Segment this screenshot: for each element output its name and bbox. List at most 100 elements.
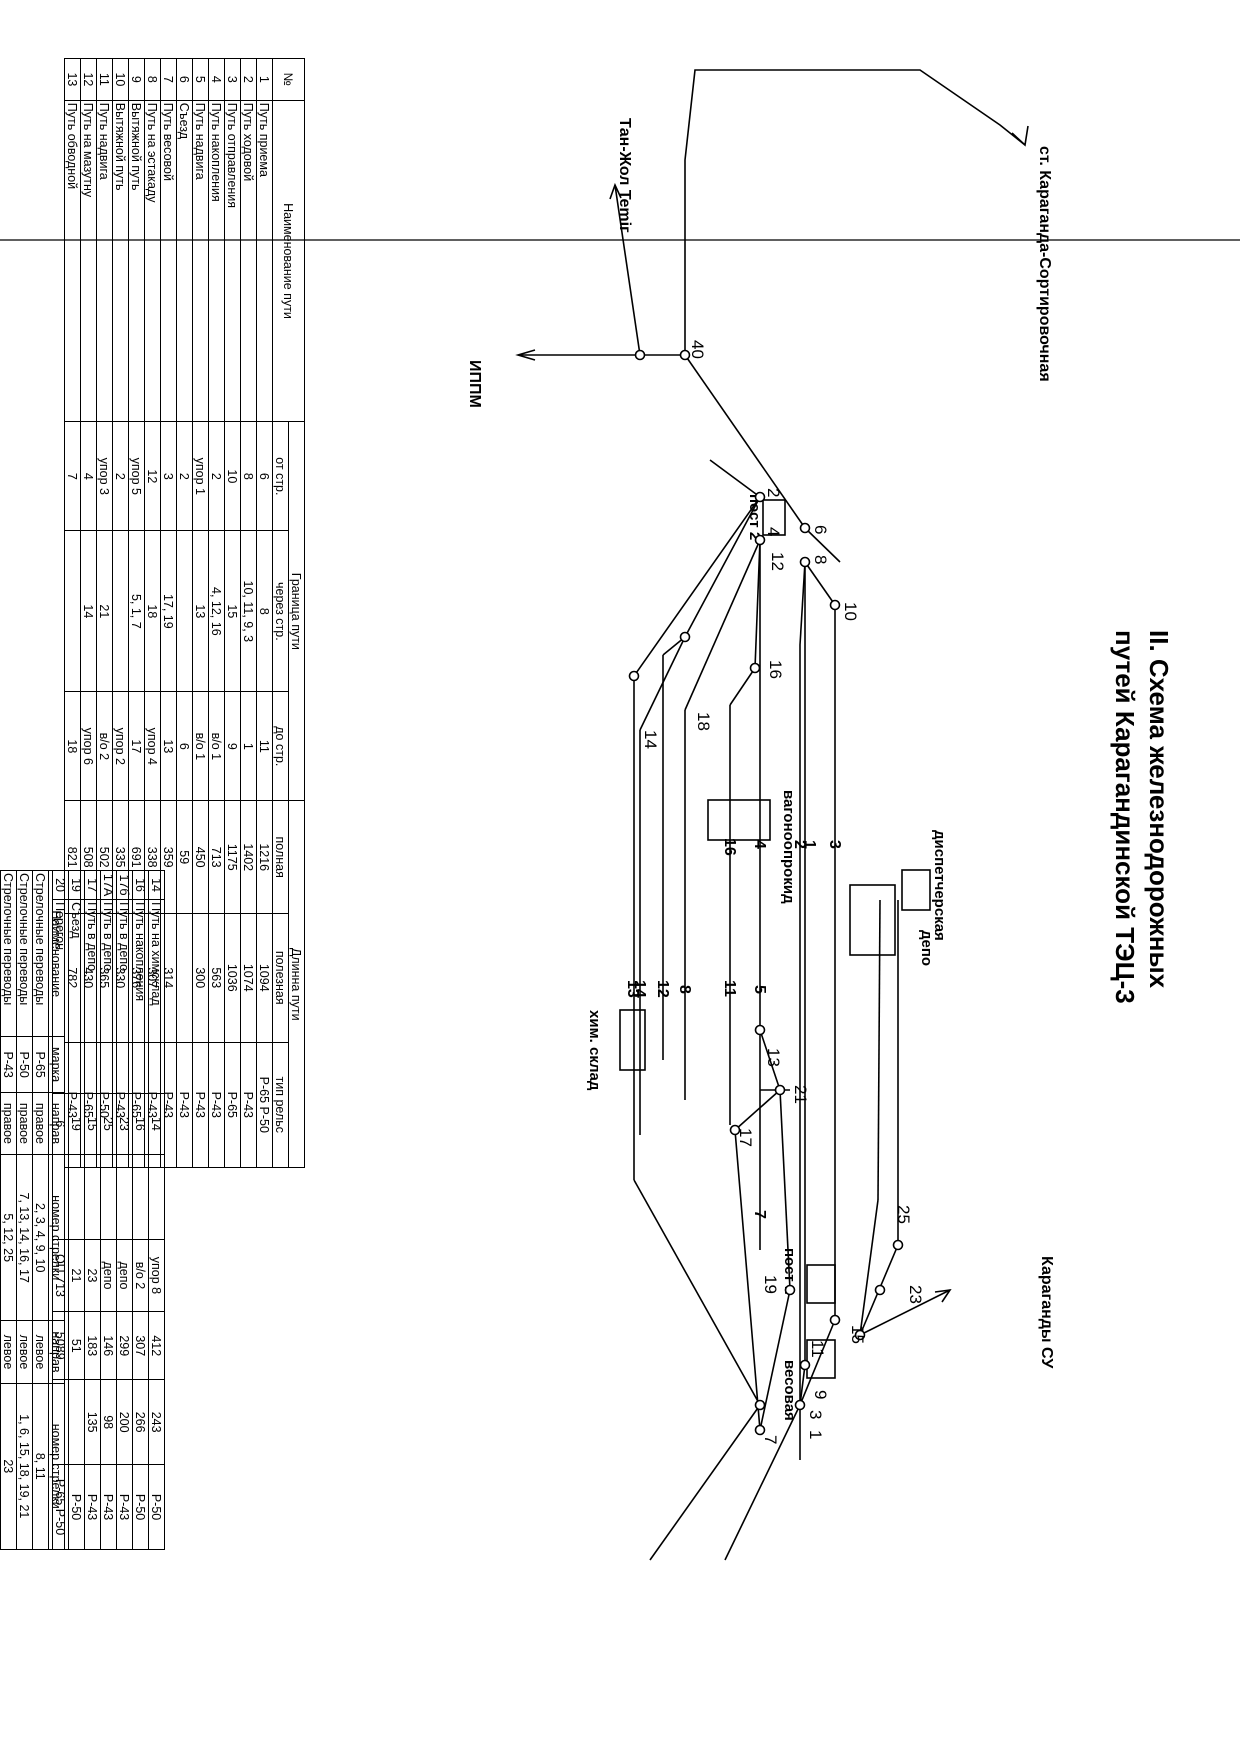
table-cell: 23: [116, 1093, 133, 1155]
switch-11: 11: [808, 1340, 827, 1358]
switch-dot: [754, 534, 766, 546]
table-cell: 4: [80, 421, 97, 531]
table-cell: [100, 1154, 117, 1240]
table-cell: 1036: [224, 913, 241, 1043]
table-cell: упор 8: [148, 1239, 165, 1312]
switch-17: 17: [736, 1128, 755, 1147]
table-cell: 3: [160, 421, 177, 531]
switch-points: [628, 349, 904, 1436]
switch-dot: [754, 491, 766, 503]
table-cell: 11: [256, 691, 273, 801]
table-cell: 23: [0, 1383, 17, 1550]
table-cell: упор 3: [96, 421, 113, 531]
table-cell: 13: [64, 58, 81, 101]
switch-10: 10: [841, 602, 860, 621]
table-cell: Стрелочные переводы: [32, 870, 49, 1037]
table-cell: [132, 1154, 149, 1240]
table-cell: Путь отправления: [224, 100, 241, 422]
switch-dot: [854, 1329, 866, 1341]
table-cell: упор 5: [128, 421, 145, 531]
switch-40: 40: [688, 340, 707, 359]
track-number-14: 14: [631, 980, 648, 998]
table-cell: в/о 1: [192, 691, 209, 801]
dest-temir: Тaн-Жол Temiг: [616, 118, 633, 233]
switch-dot: [829, 599, 841, 611]
switch-dot: [892, 1239, 904, 1251]
table-cell: Р-65: [224, 1042, 241, 1168]
track-number-16: 16: [721, 838, 738, 856]
table-cell: правое: [16, 1092, 33, 1155]
table-cell: [176, 913, 193, 1043]
table-cell: Съезд: [176, 100, 193, 422]
track-number-11: 11: [721, 980, 738, 997]
switch-4: 4: [764, 527, 783, 536]
table-cell: 23: [84, 1239, 101, 1312]
table-cell: Р-43: [240, 1042, 257, 1168]
track-number-2: 2: [791, 840, 808, 849]
table-cell: 13: [160, 691, 177, 801]
table-cell: Путь в депо: [116, 899, 133, 1094]
table-cell: Путь на эстакаду: [144, 100, 161, 422]
table-cell: 1402: [240, 800, 257, 914]
track-number-12: 12: [654, 980, 671, 998]
table-cell: Вытяжной путь: [112, 100, 129, 422]
table-cell: 299: [116, 1311, 133, 1380]
table-cell: 1216: [256, 800, 273, 914]
table-cell: Стрелочные переводы: [0, 870, 17, 1037]
col-switch-dir2: направ: [48, 1320, 65, 1384]
table-cell: 3: [224, 58, 241, 101]
table-cell: Путь накопления: [132, 899, 149, 1094]
table-cell: 21: [68, 1239, 85, 1312]
table-cell: 307: [132, 1311, 149, 1380]
table-cell: 11: [96, 58, 113, 101]
track-lines: [515, 69, 1029, 1561]
col-from: от стр.: [272, 421, 289, 531]
col-switch-dir1: направ: [48, 1092, 65, 1155]
title-line2: путей Карагандинской ТЭЦ-3: [1110, 630, 1140, 1004]
table-cell: правое: [32, 1092, 49, 1155]
table-cell: 1074: [240, 913, 257, 1043]
switch-3: 3: [806, 1410, 825, 1419]
col-no: №: [272, 58, 305, 101]
table-cell: 9: [128, 58, 145, 101]
table-cell: левое: [32, 1320, 49, 1384]
col-switch-nums1: номер стрелки: [48, 1154, 65, 1321]
table-cell: Путь на мазутну: [80, 100, 97, 422]
table-cell: Р-43: [192, 1042, 209, 1168]
switch-dot: [799, 1359, 811, 1371]
switch-8: 8: [811, 555, 830, 564]
col-length: Длинна пути: [288, 800, 305, 1168]
table-cell: 8, 11: [32, 1383, 49, 1550]
chem-store-building: [619, 1009, 646, 1071]
table-cell: Путь весовой: [160, 100, 177, 422]
dest-sortirovochnaya: ст. Караганда-Сортировочная: [1036, 146, 1053, 382]
table-cell: Р-50: [148, 1464, 165, 1550]
track-number-13: 13: [624, 980, 641, 998]
table-cell: 10: [224, 421, 241, 531]
switches-table: Наименование марка направ номер стрелки …: [0, 870, 65, 1550]
table-cell: Р-43: [100, 1464, 117, 1550]
table-cell: Р-50: [16, 1036, 33, 1093]
switch-dot: [679, 631, 691, 643]
table-cell: Путь приема: [256, 100, 273, 422]
table-cell: Стрелочные переводы: [16, 870, 33, 1037]
table-cell: 200: [116, 1379, 133, 1465]
table-cell: 9: [224, 691, 241, 801]
table-cell: [116, 1154, 133, 1240]
table-cell: Р-50: [68, 1464, 85, 1550]
switch-1: 1: [806, 1430, 825, 1439]
post1-building: [806, 1264, 836, 1304]
table-cell: Путь обводной: [64, 100, 81, 422]
table-cell: 2: [176, 421, 193, 531]
table-cell: [68, 1154, 85, 1240]
table-cell: 135: [84, 1379, 101, 1465]
switch-dot: [799, 522, 811, 534]
col-to: до стр.: [272, 691, 289, 801]
table-cell: 19: [68, 870, 85, 900]
track-number-8: 8: [676, 985, 693, 994]
table-cell: Путь надвига: [192, 100, 209, 422]
